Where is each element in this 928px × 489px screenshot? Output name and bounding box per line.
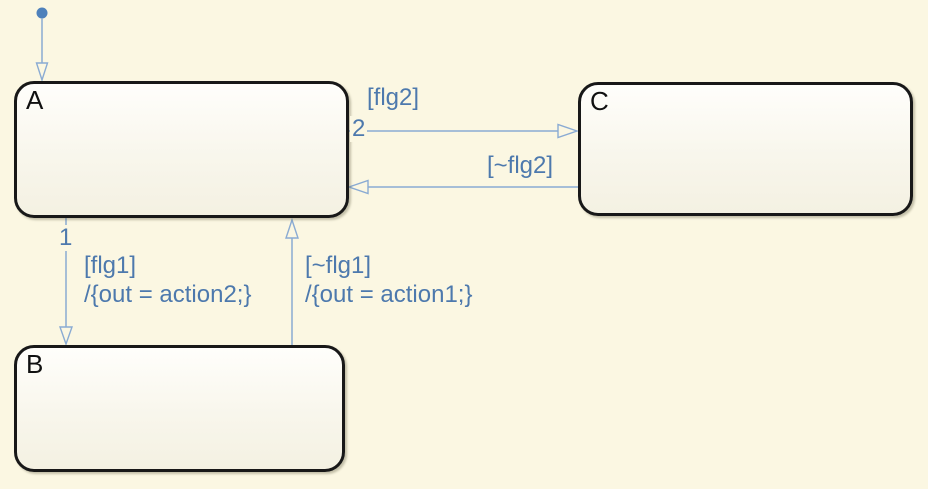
state-A-label: A <box>26 85 44 115</box>
default-transition-dot[interactable] <box>36 7 48 19</box>
transition-action-A-to-B: /{out = action2;} <box>84 281 252 308</box>
transition-order-A-to-B[interactable]: 1 <box>57 224 75 251</box>
default-transition-arrowhead-icon <box>35 62 49 83</box>
transition-condition-B-to-A: [~flg1] <box>305 252 372 279</box>
state-A[interactable]: A <box>14 81 349 218</box>
arrowhead-A-to-B-icon <box>59 326 73 347</box>
arrowhead-C-to-A-icon <box>346 179 369 195</box>
transition-label-A-to-C[interactable]: [flg2] <box>367 84 420 111</box>
transition-condition-A-to-B: [flg1] <box>84 252 137 279</box>
state-C-label: C <box>590 86 609 116</box>
state-B[interactable]: B <box>14 345 345 472</box>
transition-order-A-to-C[interactable]: 2 <box>350 115 368 142</box>
state-C[interactable]: C <box>578 82 913 216</box>
transition-label-A-to-B[interactable]: [flg1] /{out = action2;} <box>84 251 251 309</box>
transition-label-C-to-A[interactable]: [~flg2] <box>487 152 554 179</box>
transition-action-B-to-A: /{out = action1;} <box>305 281 473 308</box>
arrowhead-B-to-A-icon <box>285 217 299 239</box>
state-B-label: B <box>26 349 44 379</box>
transition-label-B-to-A[interactable]: [~flg1] /{out = action1;} <box>305 251 472 309</box>
arrowhead-A-to-C-icon <box>557 123 580 139</box>
